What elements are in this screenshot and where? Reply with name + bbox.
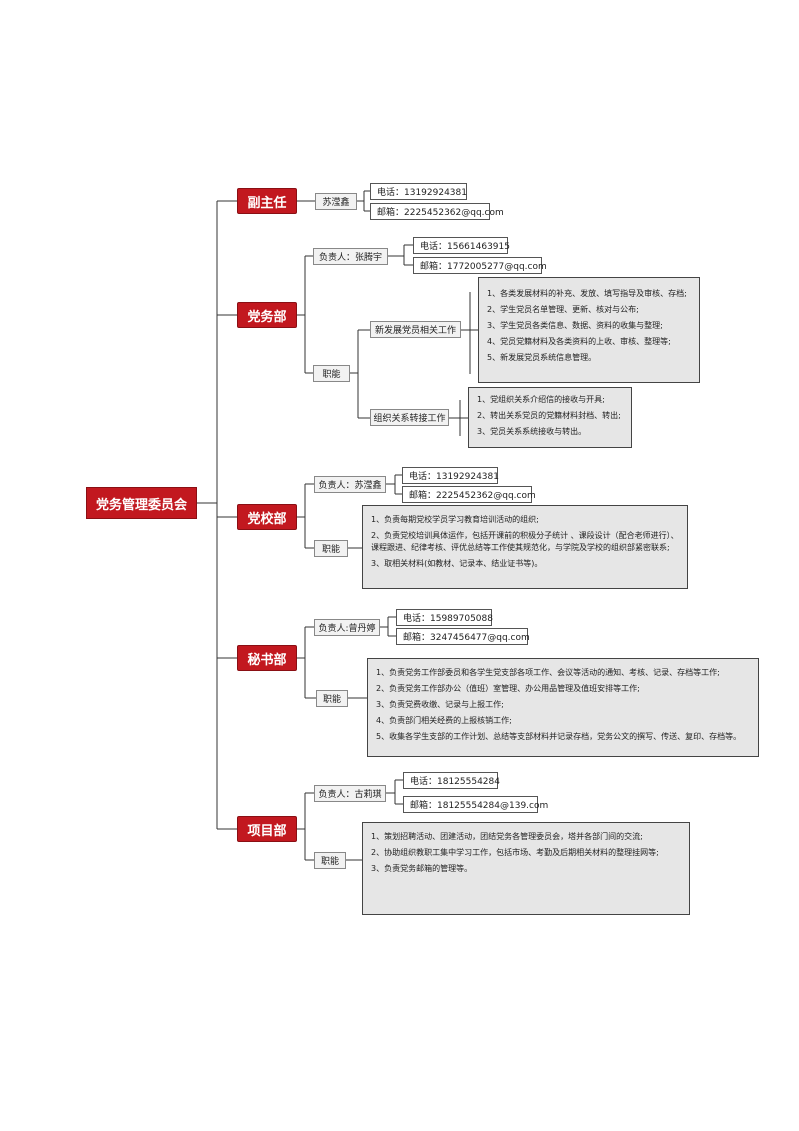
project-person: 负责人：古莉琪 <box>314 785 386 802</box>
root-node[interactable]: 党务管理委员会 <box>86 487 197 519</box>
party-phone: 电话：15661463915 <box>413 237 510 254</box>
project-phone: 电话：18125554284 <box>403 772 500 789</box>
project-email: 邮箱：18125554284@139.com <box>403 796 548 813</box>
school-phone: 电话：13192924381 <box>402 467 499 484</box>
secretary-email: 邮箱：3247456477@qq.com <box>396 628 530 645</box>
party-person: 负责人：张腾宇 <box>313 248 388 265</box>
party-sub-transfer: 组织关系转接工作 <box>370 409 449 426</box>
duty-item: 3、党员关系系统接收与转出。 <box>477 427 587 436</box>
duty-item: 4、负责部门相关经费的上报核销工作; <box>376 716 512 725</box>
school-duties-label: 职能 <box>314 540 348 557</box>
school-person: 负责人：苏滢鑫 <box>314 476 386 493</box>
duty-item: 1、负责每期党校学员学习教育培训活动的组织; <box>371 515 539 524</box>
duty-item: 2、转出关系党员的党籍材料封档、转出; <box>477 411 621 420</box>
duty-item: 1、负责党务工作部委员和各学生党支部各项工作、会议等活动的通知、考核、记录、存档… <box>376 668 720 677</box>
project-duties: 1、策划招聘活动、团建活动，团结党务各管理委员会，塔并各部门间的交流; 2、协助… <box>362 822 690 915</box>
duty-item: 3、取相关材料(如教材、记录本、结业证书等)。 <box>371 559 543 568</box>
project-duties-label: 职能 <box>314 852 346 869</box>
party-new-members-duties: 1、各类发展材料的补充、发放、填写指导及审核、存档; 2、学生党员名单管理、更新… <box>478 277 700 383</box>
duty-item: 3、学生党员各类信息、数据、资料的收集与整理; <box>487 321 663 330</box>
duty-item: 1、各类发展材料的补充、发放、填写指导及审核、存档; <box>487 289 687 298</box>
dept-project[interactable]: 项目部 <box>237 816 297 842</box>
duty-item: 3、负责党务邮箱的管理等。 <box>371 864 473 873</box>
secretary-person: 负责人:曾丹婷 <box>314 619 380 636</box>
dept-title: 党务部 <box>247 309 287 325</box>
dept-vice-director[interactable]: 副主任 <box>237 188 297 214</box>
duty-item: 2、负责党校培训具体运作，包括开课前的积极分子统计 、课段设计（配合老师进行）、… <box>371 531 679 552</box>
duty-item: 5、新发展党员系统信息管理。 <box>487 353 597 362</box>
duty-item: 3、负责党费收缴、记录与上报工作; <box>376 700 504 709</box>
dept-party-school[interactable]: 党校部 <box>237 504 297 530</box>
dept-secretariat[interactable]: 秘书部 <box>237 645 297 671</box>
party-transfer-duties: 1、党组织关系介绍信的接收与开具; 2、转出关系党员的党籍材料封档、转出; 3、… <box>468 387 632 448</box>
party-email: 邮箱：1772005277@qq.com <box>413 257 547 274</box>
secretary-phone: 电话：15989705088 <box>396 609 493 626</box>
duty-item: 5、收集各学生支部的工作计划、总结等支部材料并记录存档，党务公文的撰写、传送、复… <box>376 732 742 741</box>
duty-item: 1、策划招聘活动、团建活动，团结党务各管理委员会，塔并各部门间的交流; <box>371 832 643 841</box>
duty-item: 4、党员党籍材料及各类资料的上收、审核、整理等; <box>487 337 671 346</box>
duty-item: 2、负责党务工作部办公（值班）室管理、办公用品管理及值班安排等工作; <box>376 684 640 693</box>
dept-title: 副主任 <box>247 195 287 211</box>
dept-party-affairs[interactable]: 党务部 <box>237 302 297 328</box>
vice-person: 苏滢鑫 <box>315 193 357 210</box>
school-email: 邮箱：2225452362@qq.com <box>402 486 536 503</box>
vice-phone: 电话：13192924381 <box>370 183 467 200</box>
party-duties-label: 职能 <box>313 365 350 382</box>
party-sub-new-members: 新发展党员相关工作 <box>370 321 461 338</box>
duty-item: 1、党组织关系介绍信的接收与开具; <box>477 395 605 404</box>
dept-title: 党校部 <box>247 511 287 527</box>
duty-item: 2、协助组织教职工集中学习工作，包括市场、考勤及后期相关材料的整理挂网等; <box>371 848 659 857</box>
secretary-duties-label: 职能 <box>316 690 348 707</box>
secretary-duties: 1、负责党务工作部委员和各学生党支部各项工作、会议等活动的通知、考核、记录、存档… <box>367 658 759 757</box>
vice-email: 邮箱：2225452362@qq.com <box>370 203 504 220</box>
school-duties: 1、负责每期党校学员学习教育培训活动的组织; 2、负责党校培训具体运作，包括开课… <box>362 505 688 589</box>
dept-title: 秘书部 <box>247 652 287 668</box>
root-title: 党务管理委员会 <box>95 497 187 513</box>
dept-title: 项目部 <box>247 823 287 839</box>
duty-item: 2、学生党员名单管理、更新、核对与公布; <box>487 305 639 314</box>
